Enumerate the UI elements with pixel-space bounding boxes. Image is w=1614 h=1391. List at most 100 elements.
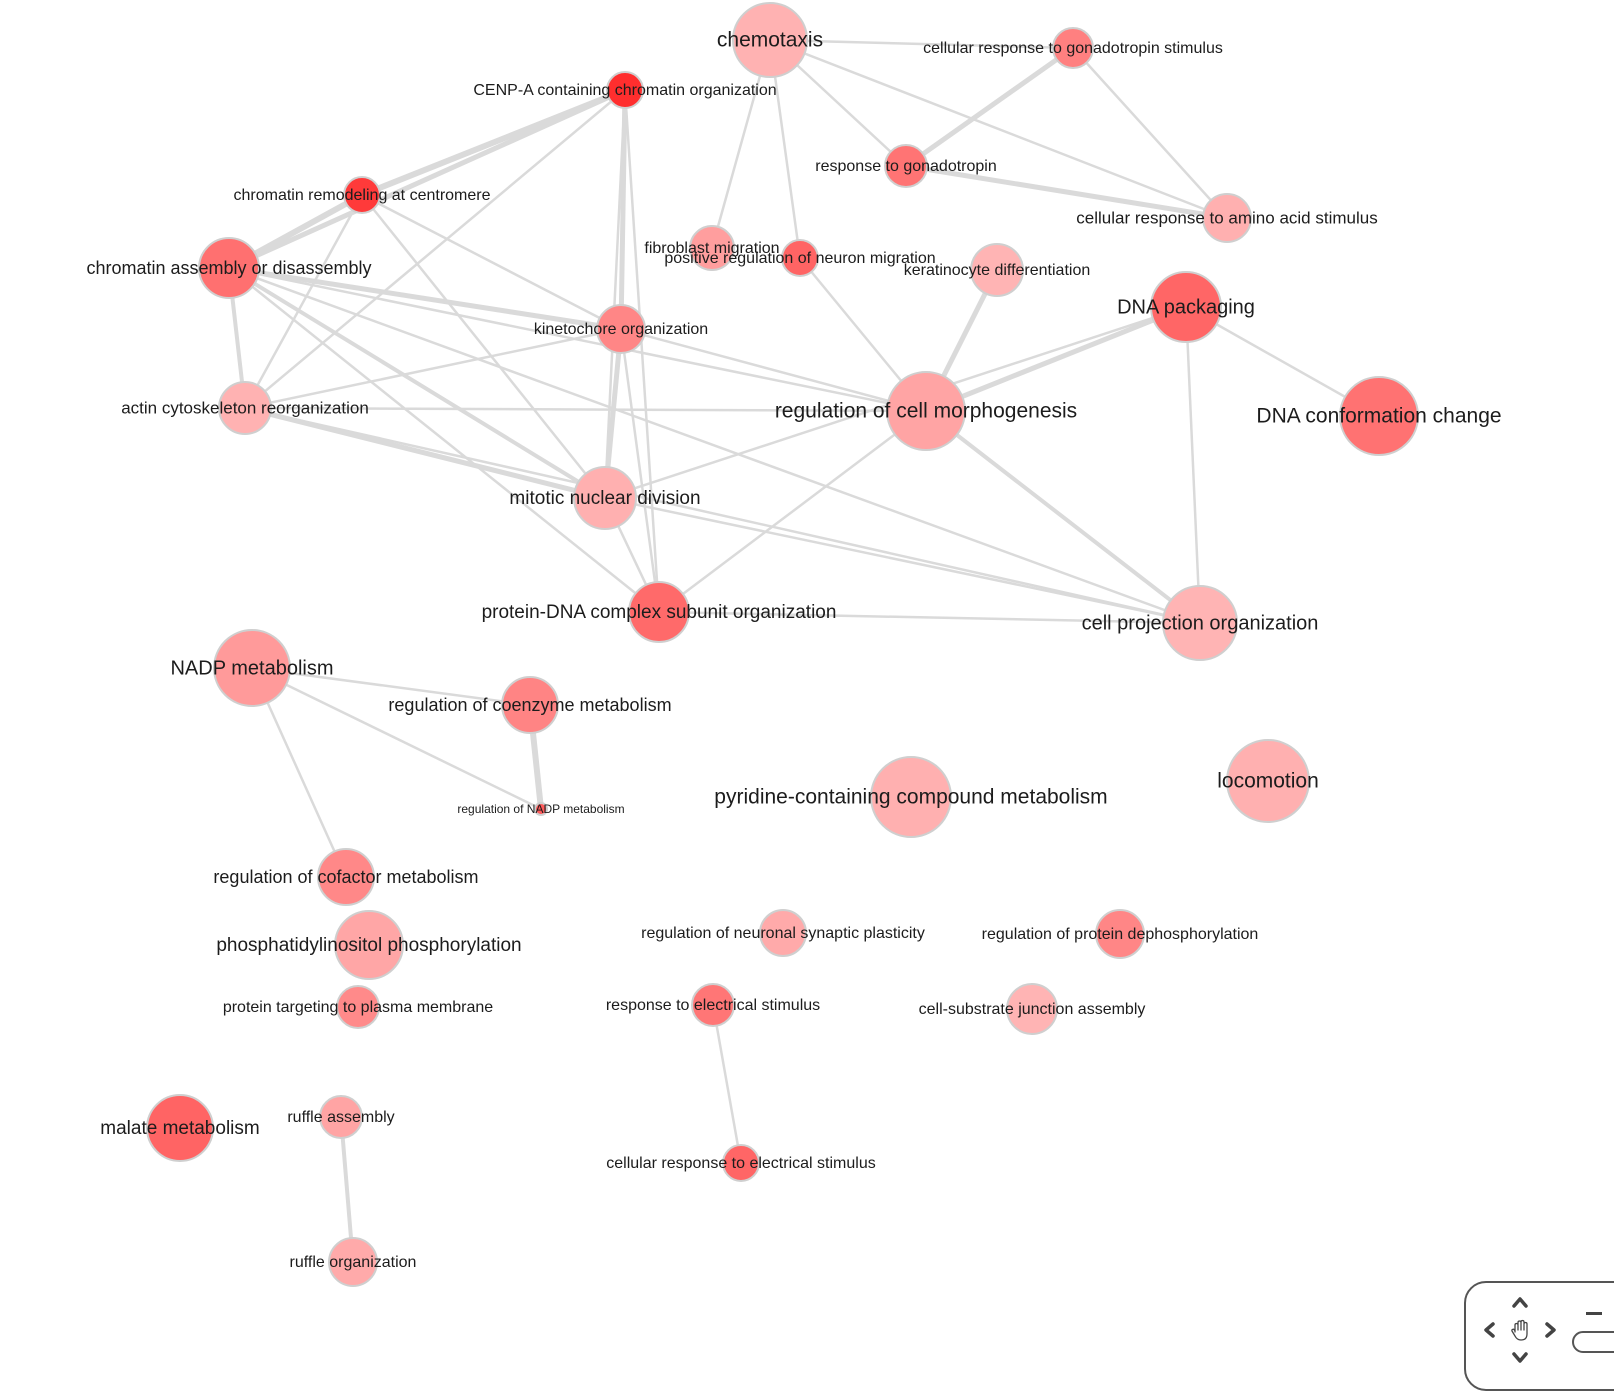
chevron-left-icon[interactable] <box>1478 1319 1500 1341</box>
node-cellular_response_gonadotropin[interactable] <box>1052 27 1094 69</box>
edge-reg_cell_morpho-protein_dna <box>657 409 928 614</box>
node-reg_cell_morpho[interactable] <box>886 371 966 451</box>
chevron-right-icon[interactable] <box>1540 1319 1562 1341</box>
edge-response_gonadotropin-cellular_response_amino <box>903 163 1230 221</box>
node-label-actin: actin cytoskeleton reorganization <box>121 398 369 417</box>
node-label-cell_projection: cell projection organization <box>1082 612 1319 634</box>
node-actin[interactable] <box>218 381 272 435</box>
node-ruffle_assembly[interactable] <box>319 1095 363 1139</box>
node-ruffle_organization[interactable] <box>328 1237 378 1287</box>
node-cell_projection[interactable] <box>1162 585 1238 661</box>
node-label-reg_nadp: regulation of NADP metabolism <box>457 802 624 816</box>
node-cellular_response_amino[interactable] <box>1202 193 1252 243</box>
edge-cenpa-mitotic <box>603 88 627 500</box>
node-malate[interactable] <box>146 1094 214 1162</box>
node-label-mitotic: mitotic nuclear division <box>509 488 700 509</box>
node-reg_nadp[interactable] <box>534 802 548 816</box>
node-cell_substrate[interactable] <box>1006 983 1058 1035</box>
node-label-cellular_response_electrical: cellular response to electrical stimulus <box>606 1155 875 1172</box>
node-mitotic[interactable] <box>573 466 637 530</box>
edge-dna_packaging-cell_projection <box>1184 305 1202 625</box>
node-label-cenpa: CENP-A containing chromatin organization <box>473 82 776 99</box>
edge-nadp_metabolism-reg_coenzyme <box>250 666 532 707</box>
edge-cenpa-kinetochore <box>618 87 628 332</box>
node-reg_coenzyme[interactable] <box>501 676 559 734</box>
edge-chromatin_assembly-mitotic <box>227 266 607 500</box>
node-chromatin_remodeling[interactable] <box>343 176 381 214</box>
node-label-cellular_response_amino: cellular response to amino acid stimulus <box>1076 208 1377 227</box>
edge-actin-mitotic <box>242 405 608 501</box>
edge-chromatin_remodeling-kinetochore <box>360 193 623 331</box>
node-label-chemotaxis: chemotaxis <box>717 29 823 52</box>
node-fibroblast_migration[interactable] <box>689 225 735 271</box>
node-pyridine[interactable] <box>870 756 952 838</box>
edge-chromatin_assembly-reg_cell_morpho <box>227 266 928 413</box>
zoom-out-button[interactable] <box>1586 1311 1602 1315</box>
node-protein_targeting[interactable] <box>336 985 380 1029</box>
edge-chemotaxis-cellular_response_amino <box>768 38 1229 220</box>
edge-cellular_response_gonadotropin-response_gonadotropin <box>903 45 1076 169</box>
node-label-pyridine: pyridine-containing compound metabolism <box>714 786 1107 809</box>
node-label-response_gonadotropin: response to gonadotropin <box>815 158 996 175</box>
node-pos_reg_neuron_migration[interactable] <box>781 239 819 277</box>
node-keratinocyte[interactable] <box>970 243 1024 297</box>
node-response_gonadotropin[interactable] <box>884 144 928 188</box>
node-chromatin_assembly[interactable] <box>198 237 260 299</box>
edge-cenpa-chromatin_assembly <box>226 87 628 271</box>
node-locomotion[interactable] <box>1226 739 1310 823</box>
node-label-kinetochore: kinetochore organization <box>534 321 708 338</box>
edge-cenpa-actin <box>243 88 627 410</box>
node-response_electrical[interactable] <box>691 983 735 1027</box>
node-label-reg_cofactor: regulation of cofactor metabolism <box>213 867 478 887</box>
node-label-ruffle_organization: ruffle organization <box>290 1254 417 1271</box>
node-cellular_response_electrical[interactable] <box>722 1144 760 1182</box>
node-label-phosphatidylinositol: phosphatidylinositol phosphorylation <box>216 935 521 956</box>
edge-chromatin_assembly-protein_dna <box>227 266 661 614</box>
node-label-chromatin_remodeling: chromatin remodeling at centromere <box>233 187 490 204</box>
edge-kinetochore-actin <box>243 327 623 410</box>
edge-kinetochore-protein_dna <box>619 327 661 614</box>
node-reg_neuronal_plasticity[interactable] <box>759 909 807 957</box>
node-label-chromatin_assembly: chromatin assembly or disassembly <box>86 258 371 278</box>
node-label-cell_substrate: cell-substrate junction assembly <box>919 1001 1146 1018</box>
node-label-nadp_metabolism: NADP metabolism <box>170 657 333 679</box>
edge-cellular_response_gonadotropin-cellular_response_amino <box>1071 46 1229 220</box>
node-label-protein_dna: protein-DNA complex subunit organization <box>482 602 837 623</box>
node-reg_cofactor[interactable] <box>317 848 375 906</box>
edge-layer <box>226 38 1381 1264</box>
minus-icon <box>1586 1312 1602 1315</box>
chevron-up-icon[interactable] <box>1509 1291 1531 1313</box>
edge-mitotic-cell_projection <box>603 496 1202 625</box>
node-label-locomotion: locomotion <box>1217 770 1319 793</box>
node-label-dna_conformation: DNA conformation change <box>1256 405 1501 428</box>
navigation-control <box>1464 1281 1614 1391</box>
node-protein_dna[interactable] <box>628 581 690 643</box>
node-label-response_electrical: response to electrical stimulus <box>606 997 820 1014</box>
node-nadp_metabolism[interactable] <box>213 629 291 707</box>
node-reg_protein_dephos[interactable] <box>1095 909 1145 959</box>
edge-actin-cell_projection <box>243 406 1202 625</box>
zoom-slider[interactable] <box>1572 1331 1614 1353</box>
node-dna_packaging[interactable] <box>1150 271 1222 343</box>
node-chemotaxis[interactable] <box>732 2 808 78</box>
edge-chromatin_assembly-kinetochore <box>226 265 624 332</box>
edge-actin-reg_cell_morpho <box>243 406 928 413</box>
node-label-pos_reg_neuron_migration: positive regulation of neuron migration <box>664 250 935 267</box>
edge-dna_packaging-reg_cell_morpho <box>923 304 1189 414</box>
node-cenpa[interactable] <box>606 71 644 109</box>
node-label-reg_protein_dephos: regulation of protein dephosphorylation <box>982 926 1259 943</box>
node-label-protein_targeting: protein targeting to plasma membrane <box>223 999 493 1016</box>
edge-chromatin_remodeling-actin <box>243 193 364 410</box>
node-label-ruffle_assembly: ruffle assembly <box>287 1109 394 1126</box>
node-kinetochore[interactable] <box>596 304 646 354</box>
chevron-down-icon[interactable] <box>1509 1347 1531 1369</box>
node-dna_conformation[interactable] <box>1339 376 1419 456</box>
edge-chemotaxis-cellular_response_gonadotropin <box>768 38 1075 50</box>
node-label-keratinocyte: keratinocyte differentiation <box>904 262 1090 279</box>
hand-icon[interactable] <box>1507 1316 1535 1344</box>
node-label-fibroblast_migration: fibroblast migration <box>644 240 779 257</box>
node-phosphatidylinositol[interactable] <box>334 910 404 980</box>
